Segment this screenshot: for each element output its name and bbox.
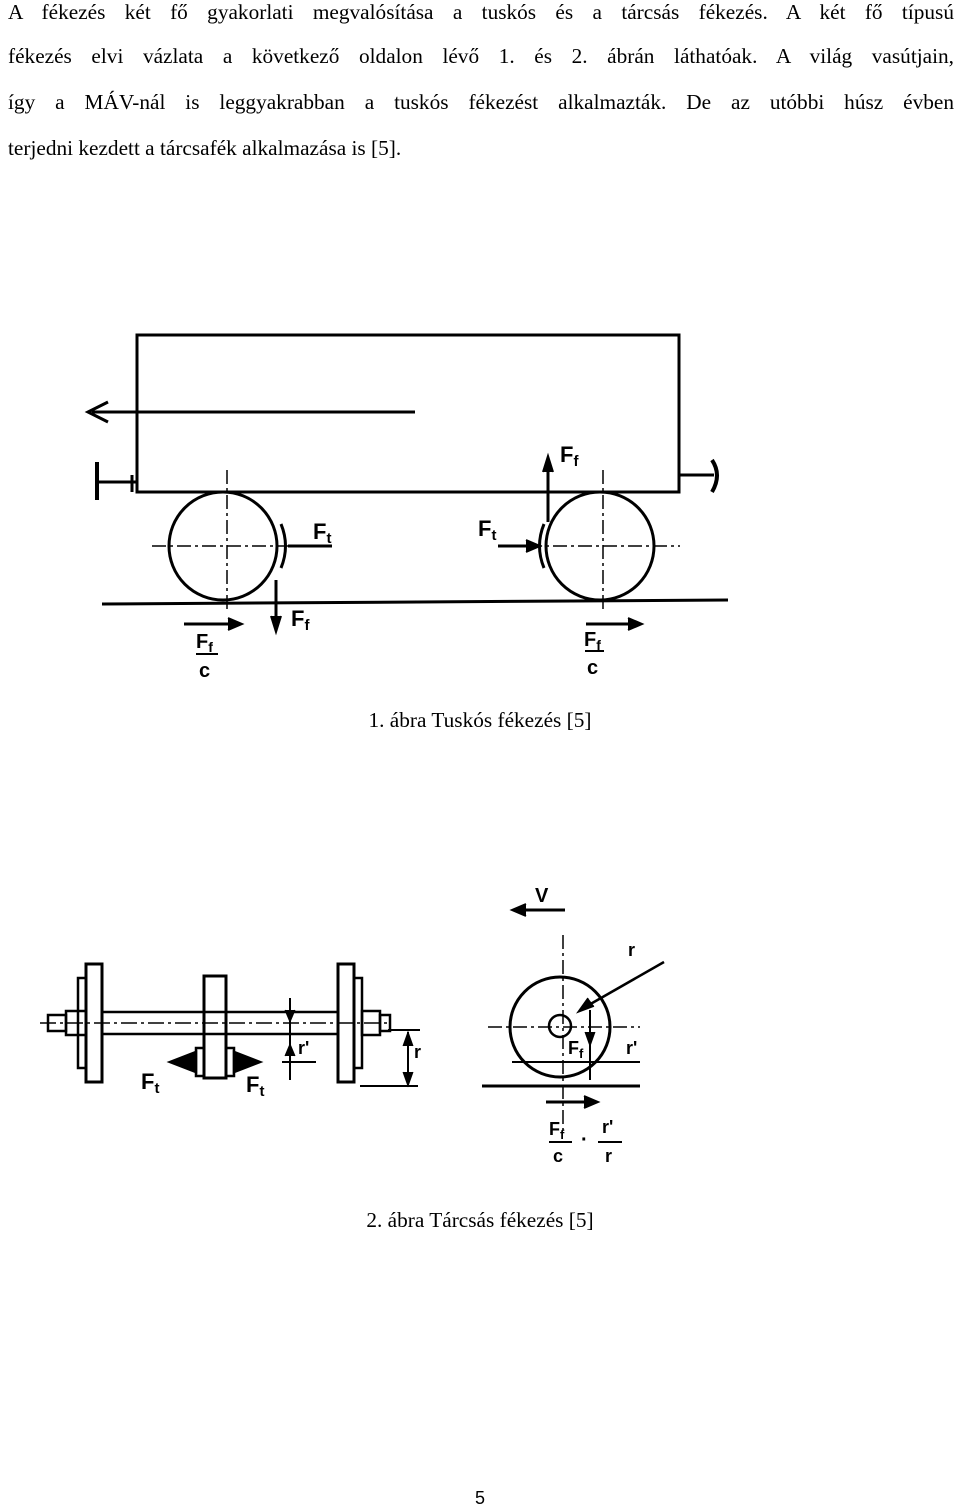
label-ff-right-numerator: Ff <box>584 629 601 653</box>
paragraph-line-3: így a MÁV-nál is leggyakrabban a tuskós … <box>8 90 954 114</box>
right-buffer-plate <box>710 458 719 494</box>
label-ff-right: Ff <box>560 442 579 470</box>
figure-2-disc-brake-diagram: Ft Ft r' r V r Ff r' Ff c · r' r <box>40 885 665 1166</box>
paragraph-line-1: A fékezés két fő gyakorlati megvalósítás… <box>8 0 954 24</box>
label-ff-left-numerator: Ff <box>196 631 213 655</box>
brake-disc <box>202 974 228 1080</box>
axle-circle <box>547 1013 573 1039</box>
wagon-body <box>135 333 681 494</box>
label-r-left: r <box>414 1042 421 1062</box>
rail-line <box>101 598 729 606</box>
label-ft-left: Ft <box>313 519 331 547</box>
page-number: 5 <box>474 1488 485 1508</box>
label-ft-left-pad: Ft <box>141 1069 159 1097</box>
label-r-right: r <box>628 940 635 960</box>
label-ff-disc: Ff <box>568 1038 584 1061</box>
label-ff-left: Ff <box>291 606 310 634</box>
label-c-left: c <box>199 660 210 682</box>
label-r-prime-right: r' <box>626 1038 637 1058</box>
figure-1-caption: 1. ábra Tuskós fékezés [5] <box>368 708 592 732</box>
paragraph-line-4: terjedni kezdett a tárcsafék alkalmazása… <box>8 136 402 160</box>
left-brake-pad <box>166 1050 198 1074</box>
figure-1-block-brake-diagram: Ft Ff Ff c Ft Ff Ff c <box>84 333 729 682</box>
r-radius-arrow <box>579 960 665 1012</box>
figure-2-caption: 2. ábra Tárcsás fékezés [5] <box>366 1208 594 1232</box>
label-c-right: c <box>587 657 598 679</box>
paragraph-line-2: fékezés elvi vázlata a következő oldalon… <box>8 44 954 68</box>
right-pad-holder <box>224 1046 236 1078</box>
motion-arrowhead <box>84 400 109 424</box>
label-ff-numerator: Ff <box>549 1119 565 1142</box>
right-journal <box>378 1013 392 1033</box>
left-wheel-flange <box>76 976 88 1070</box>
left-brake-block <box>279 523 287 569</box>
label-v: V <box>535 885 549 907</box>
left-pad-holder <box>194 1046 206 1078</box>
right-brake-pad <box>232 1050 264 1074</box>
label-r-denominator: r <box>605 1146 612 1166</box>
wheel-circle <box>508 975 612 1079</box>
label-ft-right-pad: Ft <box>246 1072 264 1100</box>
label-r-prime-left: r' <box>298 1038 309 1058</box>
label-ft-right: Ft <box>478 516 496 544</box>
label-dot: · <box>581 1129 588 1151</box>
label-r-prime-numerator: r' <box>602 1117 613 1137</box>
label-c: c <box>553 1146 563 1166</box>
